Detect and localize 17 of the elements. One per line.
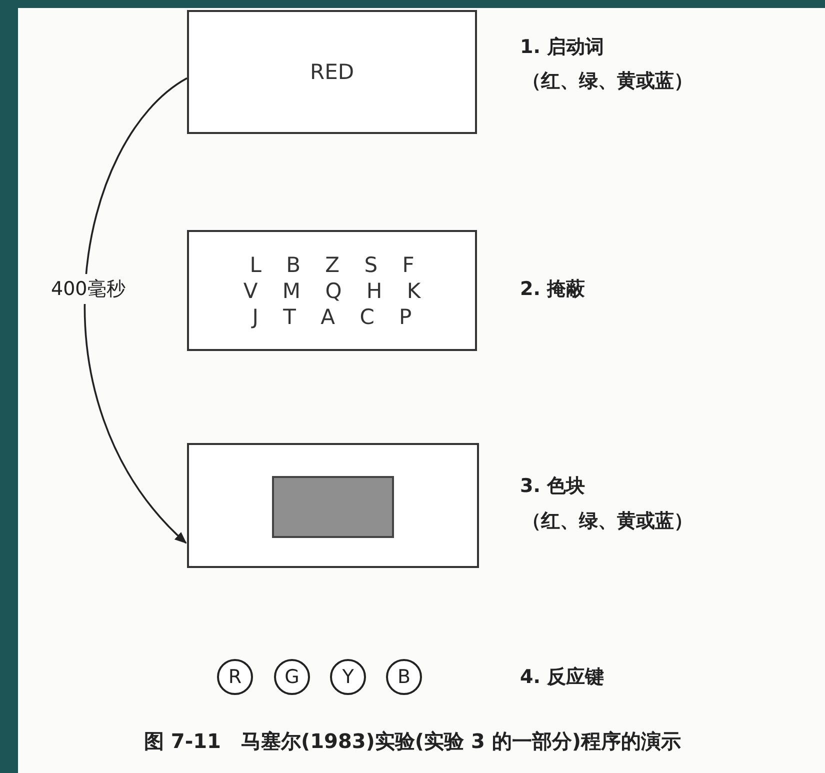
letter-row-text: J T A C P [250,304,413,330]
step-label: 1. 启动词 [520,35,604,60]
step-label: 3. 色块 [520,474,586,499]
step-label: 4. 反应键 [520,665,604,690]
figure-caption: 图 7-11 马塞尔(1983)实验(实验 3 的一部分)程序的演示 [142,728,682,755]
curved-arrow [84,77,188,544]
stimulus-box [187,230,477,351]
letter-row-text: V M Q H K [242,278,422,304]
stimulus-word: RED [308,59,356,85]
edge-label: 400毫秒 [50,274,126,304]
color-patch [272,476,394,538]
step-note: （红、绿、黄或蓝） [522,69,693,94]
stimulus-box [187,10,477,134]
step-note: （红、绿、黄或蓝） [522,509,693,534]
letter-row-text: L B Z S F [248,252,416,278]
stimulus-box [187,443,479,568]
step-label: 2. 掩蔽 [520,277,586,302]
